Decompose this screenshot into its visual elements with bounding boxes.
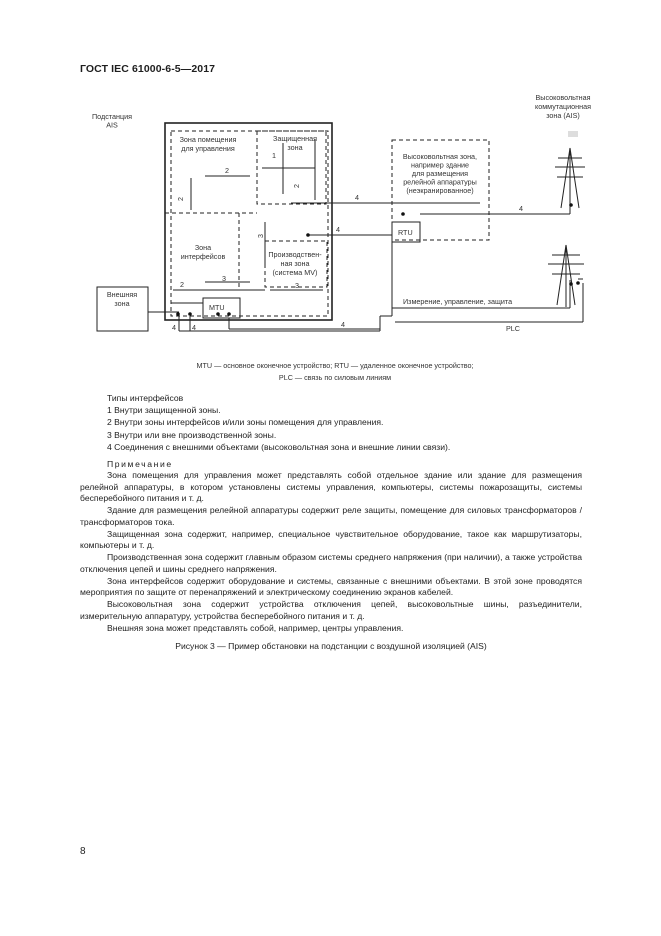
svg-text:1: 1 bbox=[272, 151, 276, 160]
substation-box bbox=[164, 122, 333, 321]
svg-text:4: 4 bbox=[519, 204, 523, 213]
document-header: ГОСТ IEC 61000-6-5—2017 bbox=[80, 63, 216, 75]
svg-text:3: 3 bbox=[295, 281, 299, 290]
hv-label-1: Высоковольтная bbox=[536, 93, 591, 102]
hv-zone-box bbox=[391, 139, 490, 241]
hv-tower-bottom bbox=[548, 244, 584, 307]
plc-label: PLC bbox=[506, 324, 520, 333]
interface-types-title: Типы интерфейсов bbox=[107, 393, 184, 403]
note-paragraph: Производственная зона содержит главным о… bbox=[80, 552, 582, 574]
interface-type-item: 3 Внутри или вне производственной зоны. bbox=[107, 429, 277, 440]
note-paragraph: Высоковольтная зона содержит устройства … bbox=[80, 599, 582, 621]
interface-types: Типы интерфейсов 1 Внутри защищенной зон… bbox=[107, 392, 450, 453]
substation-label-1: Подстанция bbox=[92, 112, 132, 121]
note-paragraph: Защищенная зона содержит, например, спец… bbox=[80, 528, 582, 551]
hv-label-3: зона (AIS) bbox=[546, 111, 580, 120]
mtu-box bbox=[202, 297, 241, 319]
svg-text:2: 2 bbox=[292, 184, 301, 188]
protected-label-1: Защищенная bbox=[273, 134, 317, 143]
mtu-label: MTU bbox=[209, 303, 225, 312]
note-body: Зона помещения для управления может пред… bbox=[80, 470, 582, 635]
svg-text:3: 3 bbox=[256, 234, 265, 238]
note-paragraph: Здание для размещения релейной аппаратур… bbox=[80, 505, 582, 527]
svg-text:4: 4 bbox=[172, 323, 176, 332]
protected-zone-box bbox=[256, 130, 327, 205]
svg-text:2: 2 bbox=[176, 197, 185, 201]
caption-line-2: PLC — связь по силовым линиям bbox=[278, 373, 392, 382]
hv-tower-top bbox=[555, 147, 585, 210]
note-title: Примечание bbox=[107, 459, 173, 469]
note-paragraph: Внешняя зона может представлять собой, н… bbox=[107, 623, 404, 634]
interface-type-item: 4 Соединения с внешними объектами (высок… bbox=[107, 441, 451, 452]
hv-label-2: коммутационная bbox=[535, 102, 591, 111]
caption-line-1: MTU — основное оконечное устройство; RTU… bbox=[196, 361, 474, 370]
control-room-zone bbox=[170, 130, 329, 317]
svg-text:4: 4 bbox=[355, 193, 359, 202]
figure-title: Рисунок 3 — Пример обстановки на подстан… bbox=[175, 641, 487, 651]
control-room-label-1: Зона помещения bbox=[180, 135, 237, 144]
control-room-label-2: для управления bbox=[181, 144, 235, 153]
svg-text:4: 4 bbox=[341, 320, 345, 329]
note-paragraph: Зона помещения для управления может пред… bbox=[80, 470, 582, 503]
measurement-label: Измерение, управление, защита bbox=[403, 297, 512, 306]
rtu-label: RTU bbox=[398, 228, 413, 237]
svg-text:Производствен-ная зона(система: Производствен-ная зона(система MV) bbox=[268, 250, 322, 277]
substation-label-2: AIS bbox=[106, 121, 118, 130]
page-number: 8 bbox=[80, 846, 86, 857]
hv-marker bbox=[568, 131, 578, 137]
svg-text:3: 3 bbox=[222, 274, 226, 283]
external-zone-box bbox=[96, 286, 149, 332]
svg-text:2: 2 bbox=[225, 166, 229, 175]
svg-text:4: 4 bbox=[192, 323, 196, 332]
protected-label-2: зона bbox=[287, 143, 302, 152]
svg-text:4: 4 bbox=[336, 225, 340, 234]
note-paragraph: Зона интерфейсов содержит оборудование и… bbox=[80, 575, 582, 598]
interface-type-item: 1 Внутри защищенной зоны. bbox=[107, 405, 221, 416]
svg-text:2: 2 bbox=[180, 280, 184, 289]
interface-type-item: 2 Внутри зоны интерфейсов и/или зоны пом… bbox=[107, 417, 384, 428]
